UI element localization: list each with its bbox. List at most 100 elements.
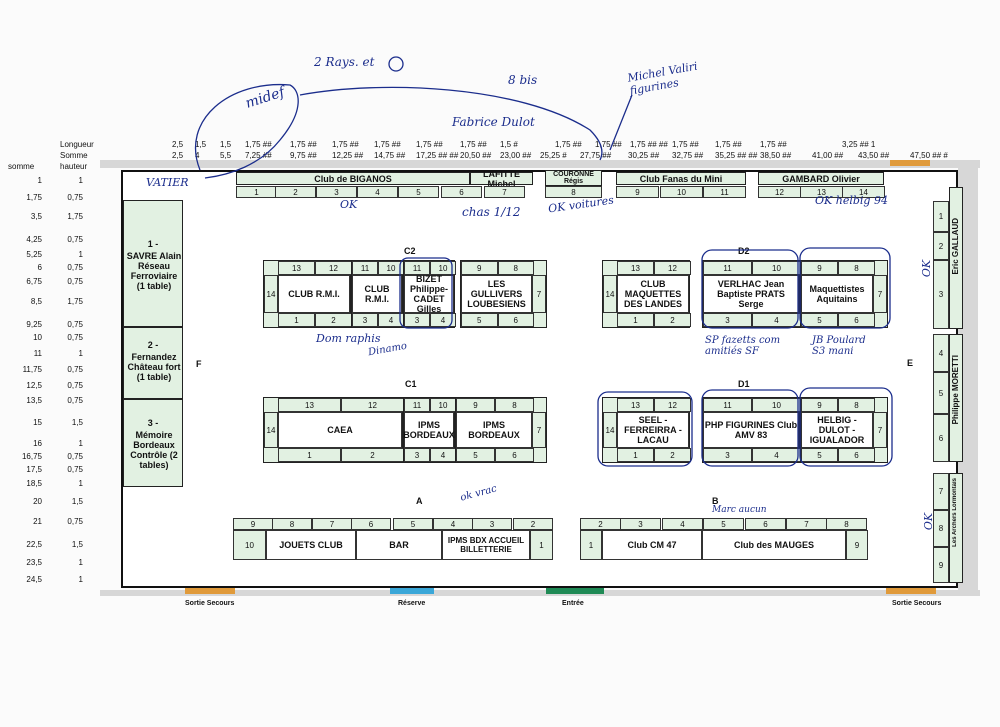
table-cell[interactable]: 13 [278,398,341,412]
stand-ipms-accueil[interactable]: IPMS BDX ACCUEIL BILLETTERIE [442,530,530,560]
stand-gallaud[interactable]: Eric GALLAUD [949,187,963,329]
table-cell[interactable]: 8 [838,261,875,275]
top-cell[interactable]: 10 [660,186,703,198]
table-cell[interactable]: 14 [264,275,278,313]
table-cell[interactable]: 14 [603,275,617,313]
table-cell[interactable]: 2 [654,313,691,327]
table-cell[interactable]: 11 [352,261,378,275]
table-cell[interactable]: 4 [430,313,456,327]
stand-couronne[interactable]: COURONNE Régis [545,170,602,186]
table-cell[interactable]: 6 [497,313,534,327]
table-cell[interactable]: 13 [617,261,654,275]
bottom-cell[interactable]: 7 [786,518,827,530]
table-cell[interactable]: 12 [315,261,352,275]
bottom-cell[interactable]: 2 [513,518,553,530]
stand-memoire[interactable]: 3 - Mémoire Bordeaux Contrôle (2 tables) [123,399,183,487]
table-cell[interactable]: 14 [603,412,617,448]
top-cell[interactable]: 5 [398,186,439,198]
top-cell[interactable]: 7 [484,186,525,198]
table-cell[interactable]: 9 [801,261,838,275]
top-cell[interactable]: 9 [616,186,659,198]
stand-archers[interactable]: Les Archers Lormontais [949,473,963,583]
right-cell[interactable]: 7 [933,473,949,510]
table-cell[interactable]: 7 [873,412,887,448]
stand-mauges[interactable]: Club des MAUGES [702,530,846,560]
top-cell[interactable]: 6 [441,186,482,198]
table-cell[interactable]: 7 [873,275,887,313]
table-cell[interactable]: 8 [497,261,534,275]
table-cell[interactable]: 2 [654,448,691,462]
top-cell[interactable]: 1 [236,186,277,198]
table-cell[interactable]: 1 [617,313,654,327]
bottom-cell[interactable]: 4 [662,518,703,530]
table-cell[interactable]: 3 [404,448,430,462]
table-cell[interactable]: 3 [703,448,752,462]
bottom-cell[interactable]: 3 [620,518,661,530]
right-cell[interactable]: 2 [933,232,949,260]
table-cell[interactable]: 3 [352,313,378,327]
top-cell[interactable]: 4 [357,186,398,198]
top-cell[interactable]: 14 [842,186,885,198]
table-cell[interactable]: 7 [532,275,546,313]
stand-moretti[interactable]: Philippe MORETTI [949,334,963,462]
stand-cm47[interactable]: Club CM 47 [602,530,702,560]
top-cell[interactable]: 8 [545,186,602,198]
table-cell[interactable]: 11 [404,261,430,275]
table-cell[interactable]: 9 [461,261,498,275]
right-cell[interactable]: 9 [933,547,949,583]
right-cell[interactable]: 1 [933,201,949,232]
bottom-cell[interactable]: 5 [703,518,744,530]
bottom-cell[interactable]: 3 [472,518,512,530]
right-cell[interactable]: 5 [933,372,949,414]
table-cell[interactable]: 2 [315,313,352,327]
top-cell[interactable]: 2 [275,186,316,198]
bottom-cell[interactable]: 9 [846,530,868,560]
top-cell[interactable]: 3 [316,186,357,198]
table-cell[interactable]: 11 [404,398,430,412]
table-cell[interactable]: 14 [264,412,278,448]
bottom-cell[interactable]: 10 [233,530,266,560]
top-cell[interactable]: 12 [758,186,801,198]
table-cell[interactable]: 5 [801,313,838,327]
table-cell[interactable]: 5 [456,448,495,462]
bottom-cell[interactable]: 8 [272,518,312,530]
table-cell[interactable]: 1 [278,448,341,462]
table-cell[interactable]: 11 [703,398,752,412]
bottom-cell[interactable]: 7 [312,518,352,530]
table-cell[interactable]: 3 [703,313,752,327]
stand-bar[interactable]: BAR [356,530,442,560]
table-cell[interactable]: 12 [654,398,691,412]
table-cell[interactable]: 5 [461,313,498,327]
table-cell[interactable]: 8 [838,398,875,412]
table-cell[interactable]: 12 [654,261,691,275]
table-cell[interactable]: 3 [404,313,430,327]
table-cell[interactable]: 9 [456,398,495,412]
right-cell[interactable]: 8 [933,510,949,547]
bottom-cell[interactable]: 6 [351,518,391,530]
table-cell[interactable]: 10 [430,261,456,275]
stand-fernandez[interactable]: 2 - Fernandez Château fort (1 table) [123,327,183,399]
top-cell[interactable]: 11 [703,186,746,198]
bottom-cell[interactable]: 5 [393,518,433,530]
table-cell[interactable]: 6 [495,448,534,462]
table-cell[interactable]: 13 [617,398,654,412]
table-cell[interactable]: 6 [838,313,875,327]
table-cell[interactable]: 4 [752,448,801,462]
bottom-cell[interactable]: 8 [826,518,867,530]
bottom-cell[interactable]: 6 [745,518,786,530]
table-cell[interactable]: 7 [532,412,546,448]
stand-biganos[interactable]: Club de BIGANOS [236,172,470,185]
stand-savre[interactable]: 1 - SAVRE Alain Réseau Ferroviaire (1 ta… [123,200,183,327]
